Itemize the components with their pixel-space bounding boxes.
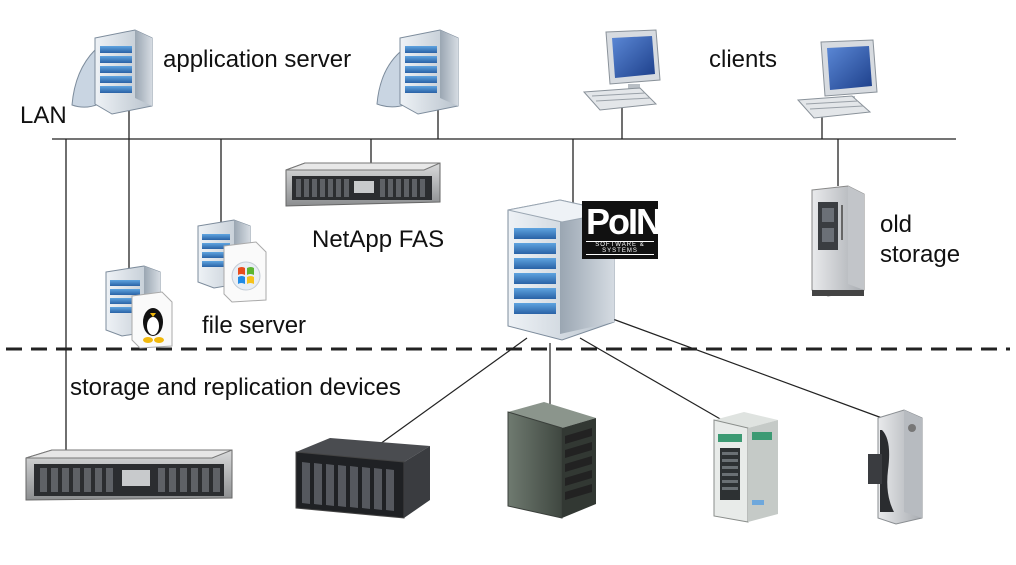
storage-devices-label: storage and replication devices — [70, 374, 401, 401]
disk-array-icon — [295, 438, 430, 519]
old-storage-icon — [811, 185, 865, 297]
tower-storage-icon — [507, 402, 596, 519]
client-pc-icon-1 — [582, 29, 661, 111]
netapp-fas-label: NetApp FAS — [312, 226, 445, 253]
old-storage-label-line1: old — [880, 211, 913, 238]
tape-library-icon — [868, 409, 923, 525]
point-software-logo: PoINT SOFTWARE & SYSTEMS — [582, 201, 682, 259]
client-pc-icon-2 — [796, 39, 878, 119]
old-storage-label-line2: storage — [880, 241, 961, 268]
link-tape-library — [609, 317, 883, 419]
netapp-fas-icon — [285, 162, 441, 207]
linux-server-icon — [105, 265, 173, 349]
link-optical-jukebox — [579, 337, 723, 421]
optical-jukebox-icon — [713, 412, 778, 523]
clients-label: clients — [709, 46, 778, 73]
point-logo-subtext: SOFTWARE & SYSTEMS — [586, 241, 654, 255]
app-server-icon-2 — [376, 29, 459, 115]
old-storage-label: old storage — [880, 210, 960, 270]
application-server-label: application server — [163, 46, 352, 73]
app-server-icon-1 — [71, 29, 153, 115]
lan-label: LAN — [20, 102, 67, 129]
windows-server-icon — [197, 219, 267, 303]
link-disk-array — [379, 337, 528, 445]
file-server-label: file server — [202, 312, 307, 339]
netapp-rack-icon — [25, 449, 233, 501]
point-logo-text: PoINT — [586, 201, 682, 242]
